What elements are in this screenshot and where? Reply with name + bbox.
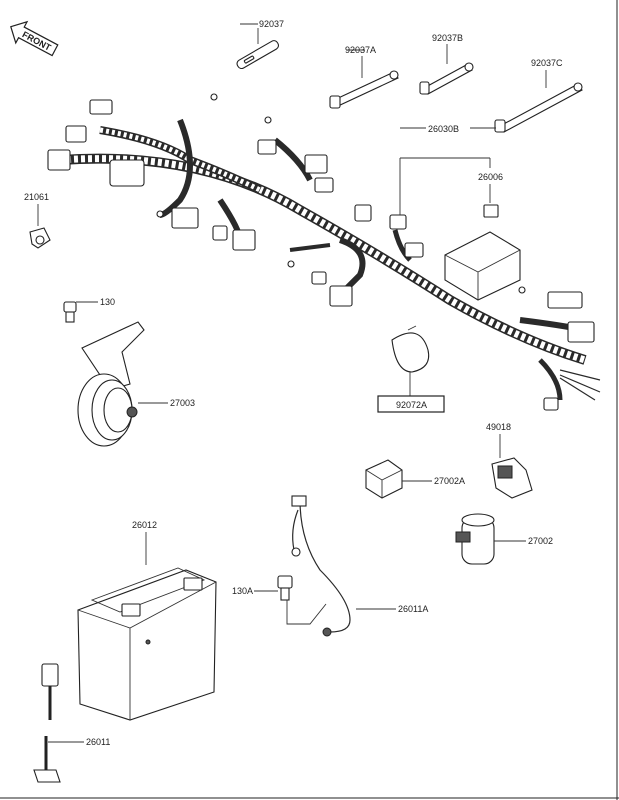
label-92037C: 92037C xyxy=(531,58,563,68)
label-26030B: 26030B xyxy=(428,124,459,134)
label-26011: 26011 xyxy=(86,737,110,747)
part-130-bolt[interactable]: 130 xyxy=(63,297,115,323)
part-26011A-cable[interactable]: 26011A xyxy=(291,495,428,637)
label-26012: 26012 xyxy=(132,520,157,530)
part-27003-horn[interactable]: 27003 xyxy=(77,321,195,447)
part-26011-cable[interactable]: 26011 xyxy=(33,663,110,783)
label-130: 130 xyxy=(100,297,115,307)
part-27002-switch[interactable]: 27002 xyxy=(455,513,553,565)
label-26011A: 26011A xyxy=(398,604,428,614)
part-92037-band[interactable]: 92037 xyxy=(236,19,284,70)
part-26006-fuse[interactable]: 26006 xyxy=(478,172,503,218)
part-92037A-tie[interactable]: 92037A xyxy=(329,45,399,109)
part-27002A-relay[interactable]: 27002A xyxy=(365,459,465,499)
label-130A: 130A xyxy=(232,586,253,596)
label-26006: 26006 xyxy=(478,172,503,182)
part-92037B-tie[interactable]: 92037B xyxy=(419,33,474,95)
part-49018-relay[interactable]: 49018 xyxy=(486,422,533,499)
part-130A-bolt[interactable]: 130A xyxy=(232,575,327,625)
part-21061-clip[interactable]: 21061 xyxy=(24,192,51,249)
label-49018: 49018 xyxy=(486,422,511,432)
main-wiring-harness[interactable] xyxy=(47,93,601,411)
label-92037B: 92037B xyxy=(432,33,463,43)
part-92072A-band[interactable]: 92072A xyxy=(377,325,445,413)
label-27002A: 27002A xyxy=(434,476,465,486)
part-26012-battery[interactable]: 26012 xyxy=(77,520,217,721)
label-27002: 27002 xyxy=(528,536,553,546)
front-direction-arrow: FRONT xyxy=(10,20,59,57)
label-27003: 27003 xyxy=(170,398,195,408)
label-92037A: 92037A xyxy=(345,45,376,55)
part-92037C-tie[interactable]: 92037C xyxy=(494,58,583,133)
label-92072A: 92072A xyxy=(396,400,427,410)
part-26030B-callout[interactable]: 26030B xyxy=(399,124,496,215)
label-21061: 21061 xyxy=(24,192,49,202)
label-92037: 92037 xyxy=(259,19,284,29)
